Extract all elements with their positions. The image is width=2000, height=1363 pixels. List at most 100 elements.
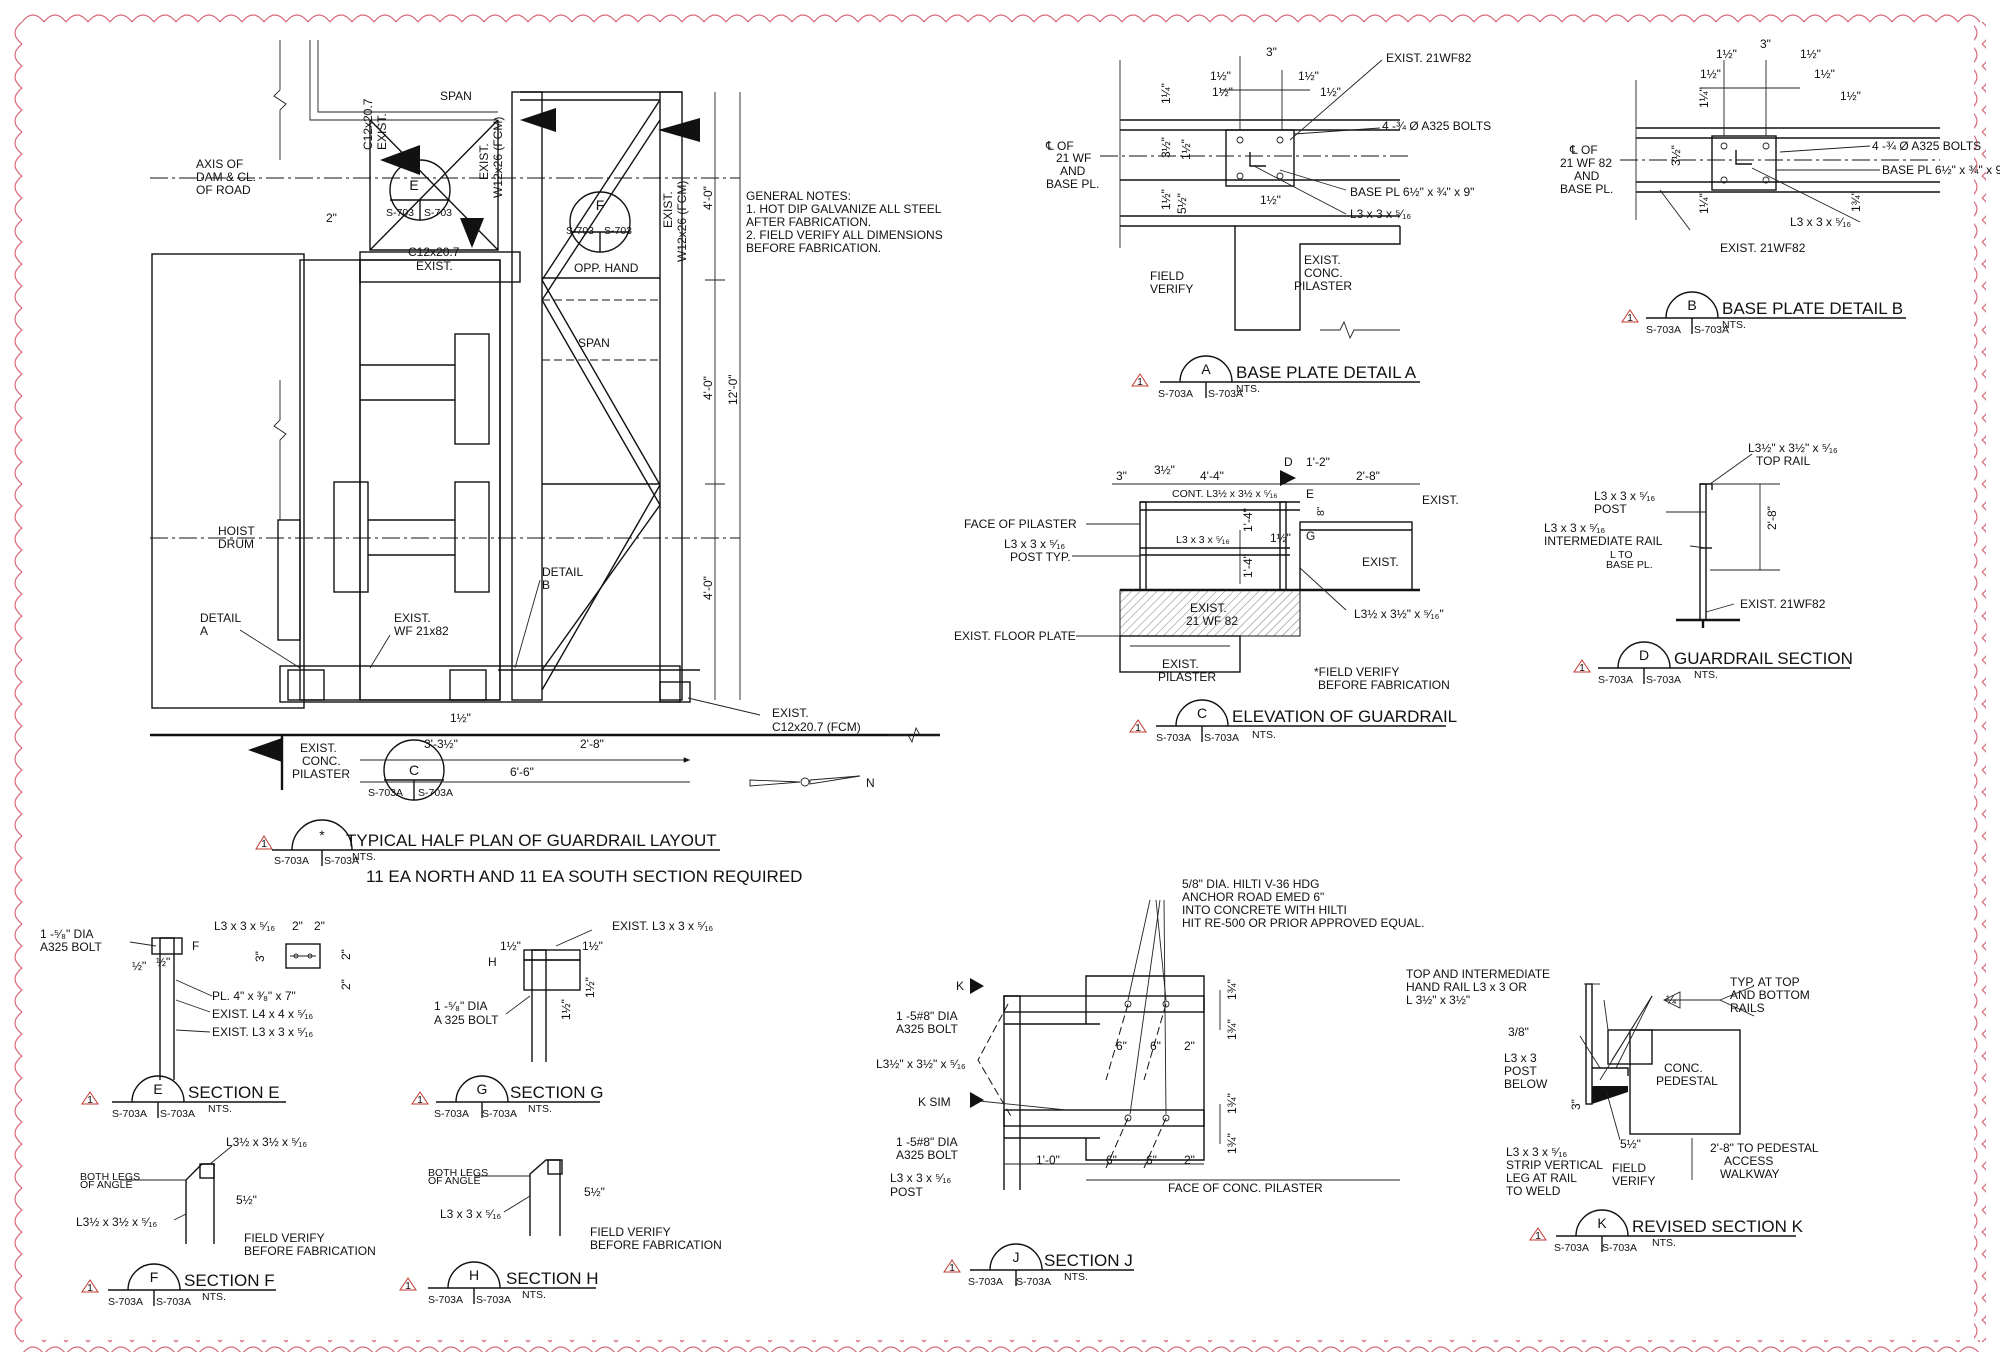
elev-d3: 3" xyxy=(1116,469,1127,483)
detail-a-labels: EXIST. 21WF82 4 -¾ Ø A325 BOLTS BASE PL … xyxy=(1045,45,1491,296)
sk-strip-2: LEG AT RAIL xyxy=(1506,1171,1577,1185)
sj-anchor-0: 5/8" DIA. HILTI V-36 HDG xyxy=(1182,877,1319,891)
detail-a-d1q: 1¼" xyxy=(1159,83,1173,104)
section-e-rev: 1 xyxy=(87,1094,93,1106)
sd-exist: EXIST. 21WF82 xyxy=(1740,597,1826,611)
elev-dmark: D xyxy=(1284,455,1293,469)
section-f-ref-a: S-703A xyxy=(108,1296,143,1308)
detail-a-bubble: A xyxy=(1201,361,1211,377)
sk-post-1: POST xyxy=(1504,1064,1537,1078)
elev-d44: 4'-4" xyxy=(1200,469,1224,483)
elev-pil-1: PILASTER xyxy=(1158,670,1216,684)
sk-typ-0: TYP. AT TOP xyxy=(1730,975,1800,989)
plan-dim-6-6: 6'-6" xyxy=(510,765,534,779)
elev-g: G xyxy=(1306,529,1315,543)
notes-0: GENERAL NOTES: xyxy=(746,189,851,203)
elev-d12: 1'-2" xyxy=(1306,455,1330,469)
plan-title-bubble: * xyxy=(319,827,325,843)
plan-dim-4-0b: 4'-0" xyxy=(701,376,715,400)
elev-post-1: POST TYP. xyxy=(1010,550,1071,564)
sd-post-0: L3 x 3 x ⁵⁄₁₆ xyxy=(1594,489,1655,503)
elev-c-title: ELEVATION OF GUARDRAIL xyxy=(1232,707,1457,726)
detail-b-cl-2: AND xyxy=(1574,169,1600,183)
detail-b-d3: 3" xyxy=(1760,37,1771,51)
sj-d2b: 2" xyxy=(1184,1153,1195,1167)
detail-a-d1h-f: 1½" xyxy=(1159,189,1173,210)
section-j: 1 J SECTION J S-703A S-703A NTS. xyxy=(943,899,1400,1288)
plan-exist-wf-1: EXIST. xyxy=(394,611,431,625)
detail-a-rev: 1 xyxy=(1137,376,1143,388)
elev-d14a: 1'-4" xyxy=(1241,508,1255,532)
plan-c12-h-2: EXIST. xyxy=(416,259,453,273)
detail-b-d1h-e: 1½" xyxy=(1840,89,1861,103)
elev-cont: CONT. L3½ x 3½ x ⁵⁄₁₆ xyxy=(1172,488,1278,500)
section-j-nts: NTS. xyxy=(1064,1271,1088,1283)
section-h-title: SECTION H xyxy=(506,1269,599,1288)
detail-a-nts: NTS. xyxy=(1236,383,1260,395)
sj-d6c: 6" xyxy=(1106,1153,1117,1167)
plan-dim-1half: 1½" xyxy=(450,711,471,725)
se-d3: 3" xyxy=(253,951,267,962)
section-d-ref-a: S-703A xyxy=(1598,674,1633,686)
sg-bolt-0: 1 -⁵⁄₈" DIA xyxy=(434,999,488,1013)
plan-e-ref-b: S-703 xyxy=(424,207,452,219)
se-bolt-1: A325 BOLT xyxy=(40,940,102,954)
section-e-ref-a: S-703A xyxy=(112,1108,147,1120)
detail-a: 1 A BASE PLATE DETAIL A S-703A S-703A NT… xyxy=(1100,56,1420,400)
plan-labels: SPAN AXIS OF DAM & CL. OF ROAD C12x20.7 … xyxy=(196,89,943,886)
se-d2b: 2" xyxy=(314,919,325,933)
plan-c12-v-2: EXIST. xyxy=(375,113,389,150)
sk-top-0: TOP AND INTERMEDIATE xyxy=(1406,967,1550,981)
plan-detail-a-1: DETAIL xyxy=(200,611,241,625)
detail-a-d1h-a: 1½" xyxy=(1210,69,1231,83)
sj-anchor-2: INTO CONCRETE WITH HILTI xyxy=(1182,903,1347,917)
section-k: 1 K REVISED SECTION K S-703A S-703A NTS. xyxy=(1529,983,1804,1254)
elevation-c-labels: 3" 3½" 4'-4" D 1'-2" 2'-8" CONT. L3½ x 3… xyxy=(954,455,1459,692)
plan-f-ref-b: S-703 xyxy=(604,225,632,237)
elev-c-rev: 1 xyxy=(1135,722,1141,734)
plan-subtitle: 11 EA NORTH AND 11 EA SOUTH SECTION REQU… xyxy=(366,867,802,886)
plan-w12-b-2: W12x26 (FCM) xyxy=(675,181,689,262)
section-k-labels: TOP AND INTERMEDIATE HAND RAIL L3 x 3 OR… xyxy=(1406,967,1819,1198)
detail-b-d1h-d: 1½" xyxy=(1814,67,1835,81)
sg-d1d: 1½" xyxy=(559,999,573,1020)
detail-a-ref-b: S-703A xyxy=(1208,388,1243,400)
sj-face: FACE OF CONC. PILASTER xyxy=(1168,1181,1323,1195)
elev-d3h: 3½" xyxy=(1154,463,1175,477)
section-g-ref-a: S-703A xyxy=(434,1108,469,1120)
sd-base-0: L TO xyxy=(1610,549,1633,561)
sd-post-1: POST xyxy=(1594,502,1627,516)
detail-a-bolts: 4 -¾ Ø A325 BOLTS xyxy=(1382,119,1491,133)
sk-walk-1: ACCESS xyxy=(1724,1154,1773,1168)
detail-a-cl-0: ℄ OF xyxy=(1045,139,1074,153)
sd-d28: 2'-8" xyxy=(1765,506,1779,530)
sh-field-1: BEFORE FABRICATION xyxy=(590,1238,722,1252)
plan-c-ref-a: S-703A xyxy=(368,787,403,799)
sk-d38: 3/8" xyxy=(1508,1025,1529,1039)
elev-d28: 2'-8" xyxy=(1356,469,1380,483)
se-d2c: 2" xyxy=(339,949,353,960)
section-j-title: SECTION J xyxy=(1044,1251,1133,1270)
section-d: 1 D GUARDRAIL SECTION S-703A S-703A NTS. xyxy=(1573,453,1853,686)
se-pl: PL. 4" x ³⁄₈" x 7" xyxy=(212,989,296,1003)
sk-strip-0: L3 x 3 x ⁵⁄₁₆ xyxy=(1506,1145,1567,1159)
sf-d5h: 5½" xyxy=(236,1193,257,1207)
se-l4: EXIST. L4 x 4 x ⁵⁄₁₆ xyxy=(212,1007,313,1021)
plan-nts: NTS. xyxy=(352,851,376,863)
plan-view xyxy=(150,40,940,801)
sk-strip-3: TO WELD xyxy=(1506,1184,1561,1198)
section-j-ref-b: S-703A xyxy=(1016,1276,1051,1288)
detail-a-exist: EXIST. 21WF82 xyxy=(1386,51,1472,65)
plan-c12-fcm-2: C12x20.7 (FCM) xyxy=(772,720,861,734)
detail-a-base-pl: BASE PL 6½" x ¾" x 9" xyxy=(1350,185,1474,199)
section-h: 1 H SECTION H S-703A S-703A NTS. xyxy=(399,1159,599,1306)
section-f-rev: 1 xyxy=(87,1282,93,1294)
se-f: F xyxy=(192,939,199,953)
elev-c-ref-a: S-703A xyxy=(1156,732,1191,744)
detail-a-d1h-d: 1½" xyxy=(1320,85,1341,99)
elev-angle: L3½ x 3½" x ⁵⁄₁₆" xyxy=(1354,607,1444,621)
section-g-labels: EXIST. L3 x 3 x ⁵⁄₁₆ 1 -⁵⁄₈" DIA A 325 B… xyxy=(434,919,713,1027)
sj-d6d: 6" xyxy=(1146,1153,1157,1167)
revision-cloud-border xyxy=(14,12,1986,1352)
section-e-title: SECTION E xyxy=(188,1083,280,1102)
